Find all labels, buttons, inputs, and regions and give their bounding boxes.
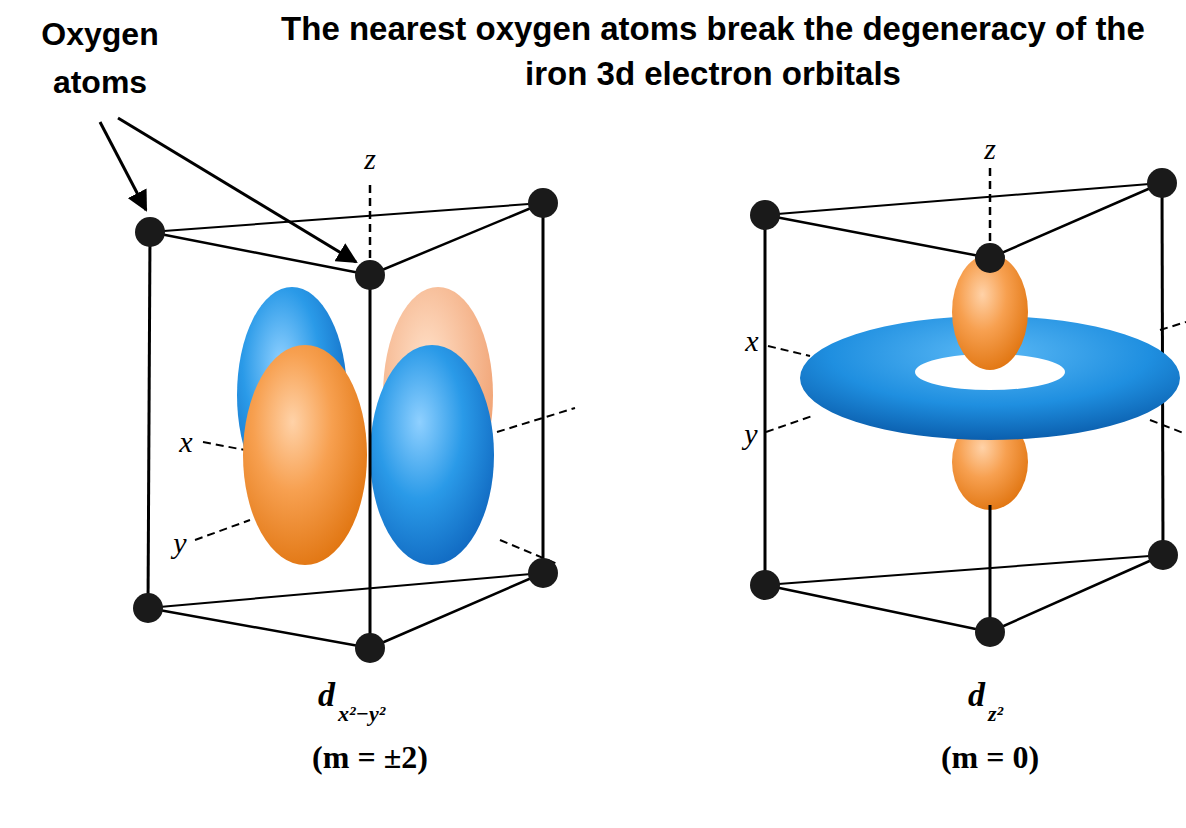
axis-label: x (743, 324, 760, 357)
oxygen-atoms-left (133, 188, 558, 663)
orbital-subscript: x²−y² (338, 702, 385, 726)
axis-label: x (177, 425, 194, 458)
prism-left-front (370, 275, 371, 648)
leader-arrows (100, 118, 356, 262)
callout-label: Oxygen atoms (10, 10, 190, 106)
oxygen-atoms-right (750, 168, 1178, 647)
title: The nearest oxygen atoms break the degen… (258, 6, 1168, 96)
orbital-symbol: d (318, 676, 335, 713)
axis-label: y (171, 526, 188, 559)
prism-left (148, 185, 575, 648)
prism-right-front (990, 258, 991, 632)
orbital-subscript: z² (988, 702, 1003, 726)
axis-label: z (982, 132, 998, 165)
quantum-number: (m = 0) (941, 740, 1039, 775)
axis-label: z (362, 142, 378, 175)
prism-right (765, 168, 1186, 632)
quantum-number: (m = ±2) (312, 740, 428, 775)
orbital-symbol: d (968, 676, 985, 713)
axis-label: y (742, 417, 759, 450)
dx2y2-orbital (237, 287, 494, 565)
dz2-orbital (800, 254, 1180, 510)
